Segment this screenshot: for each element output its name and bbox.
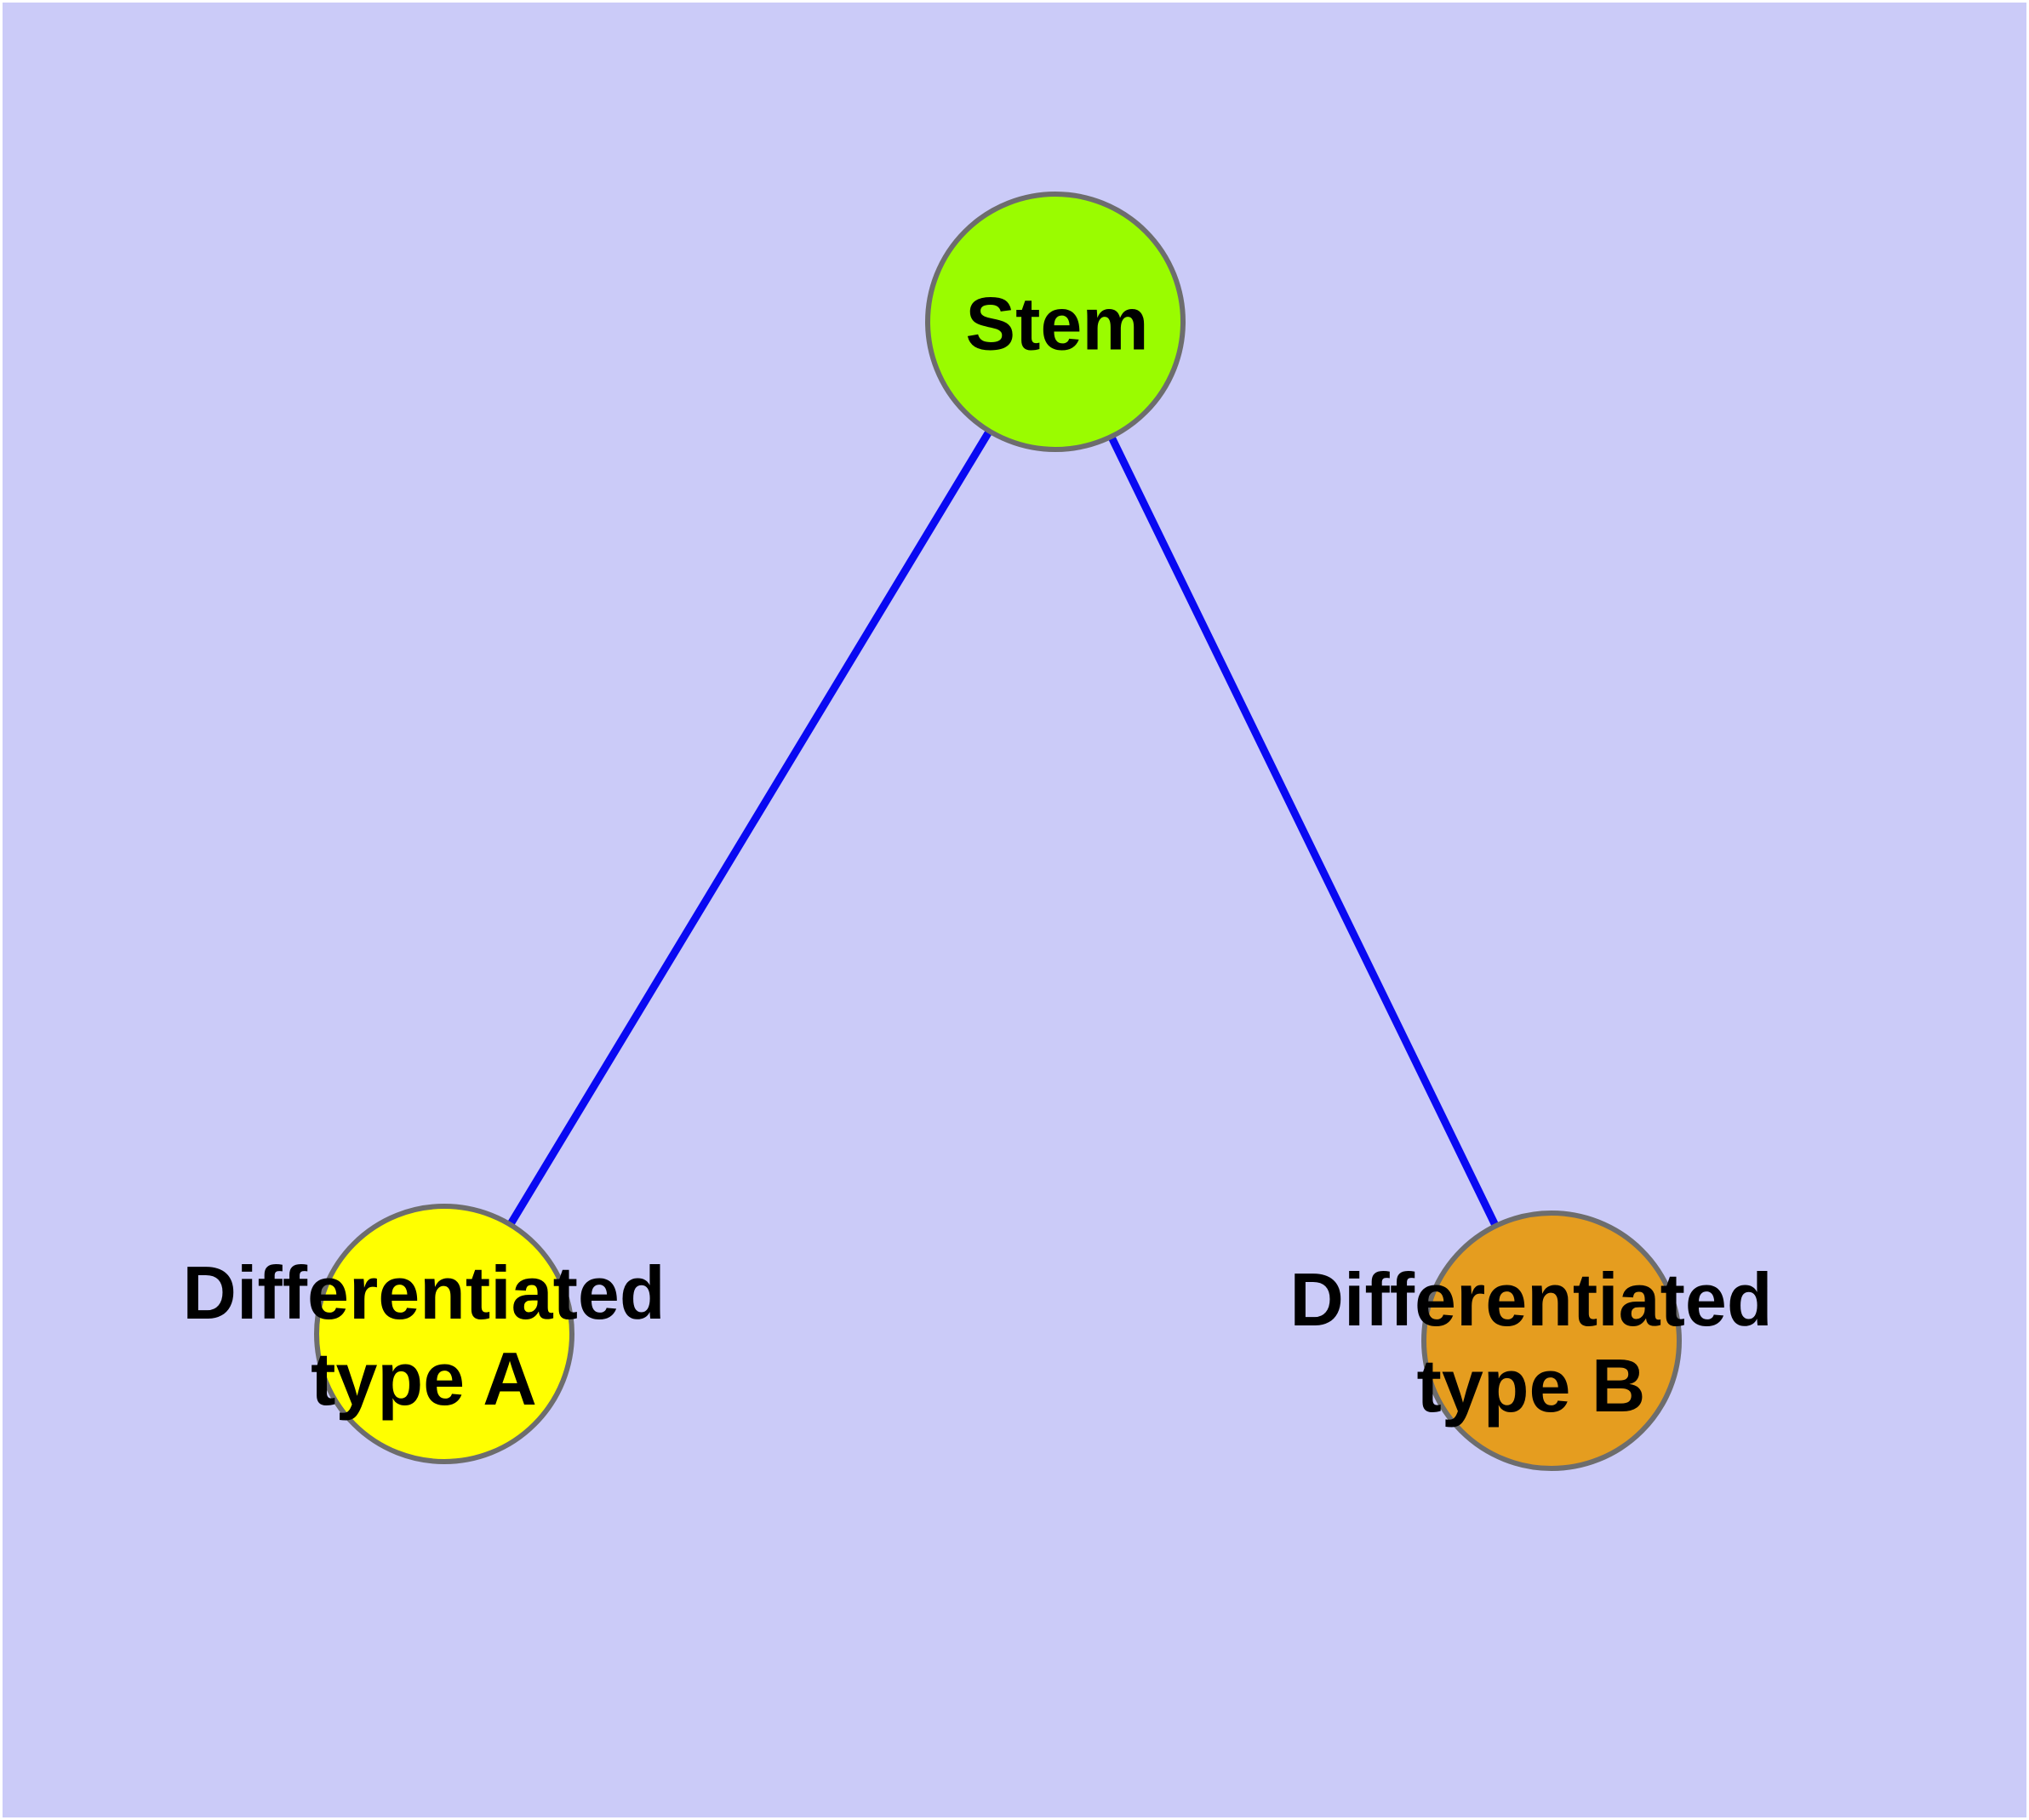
graph-svg-layer [314, 192, 1682, 1471]
edge-stem-to-type-a [441, 319, 1059, 1336]
edge-stem-to-type-b [1051, 320, 1556, 1342]
node-differentiated-type-a-circle [314, 1204, 574, 1464]
node-stem-circle [925, 192, 1186, 452]
node-differentiated-type-b-circle [1421, 1210, 1682, 1471]
